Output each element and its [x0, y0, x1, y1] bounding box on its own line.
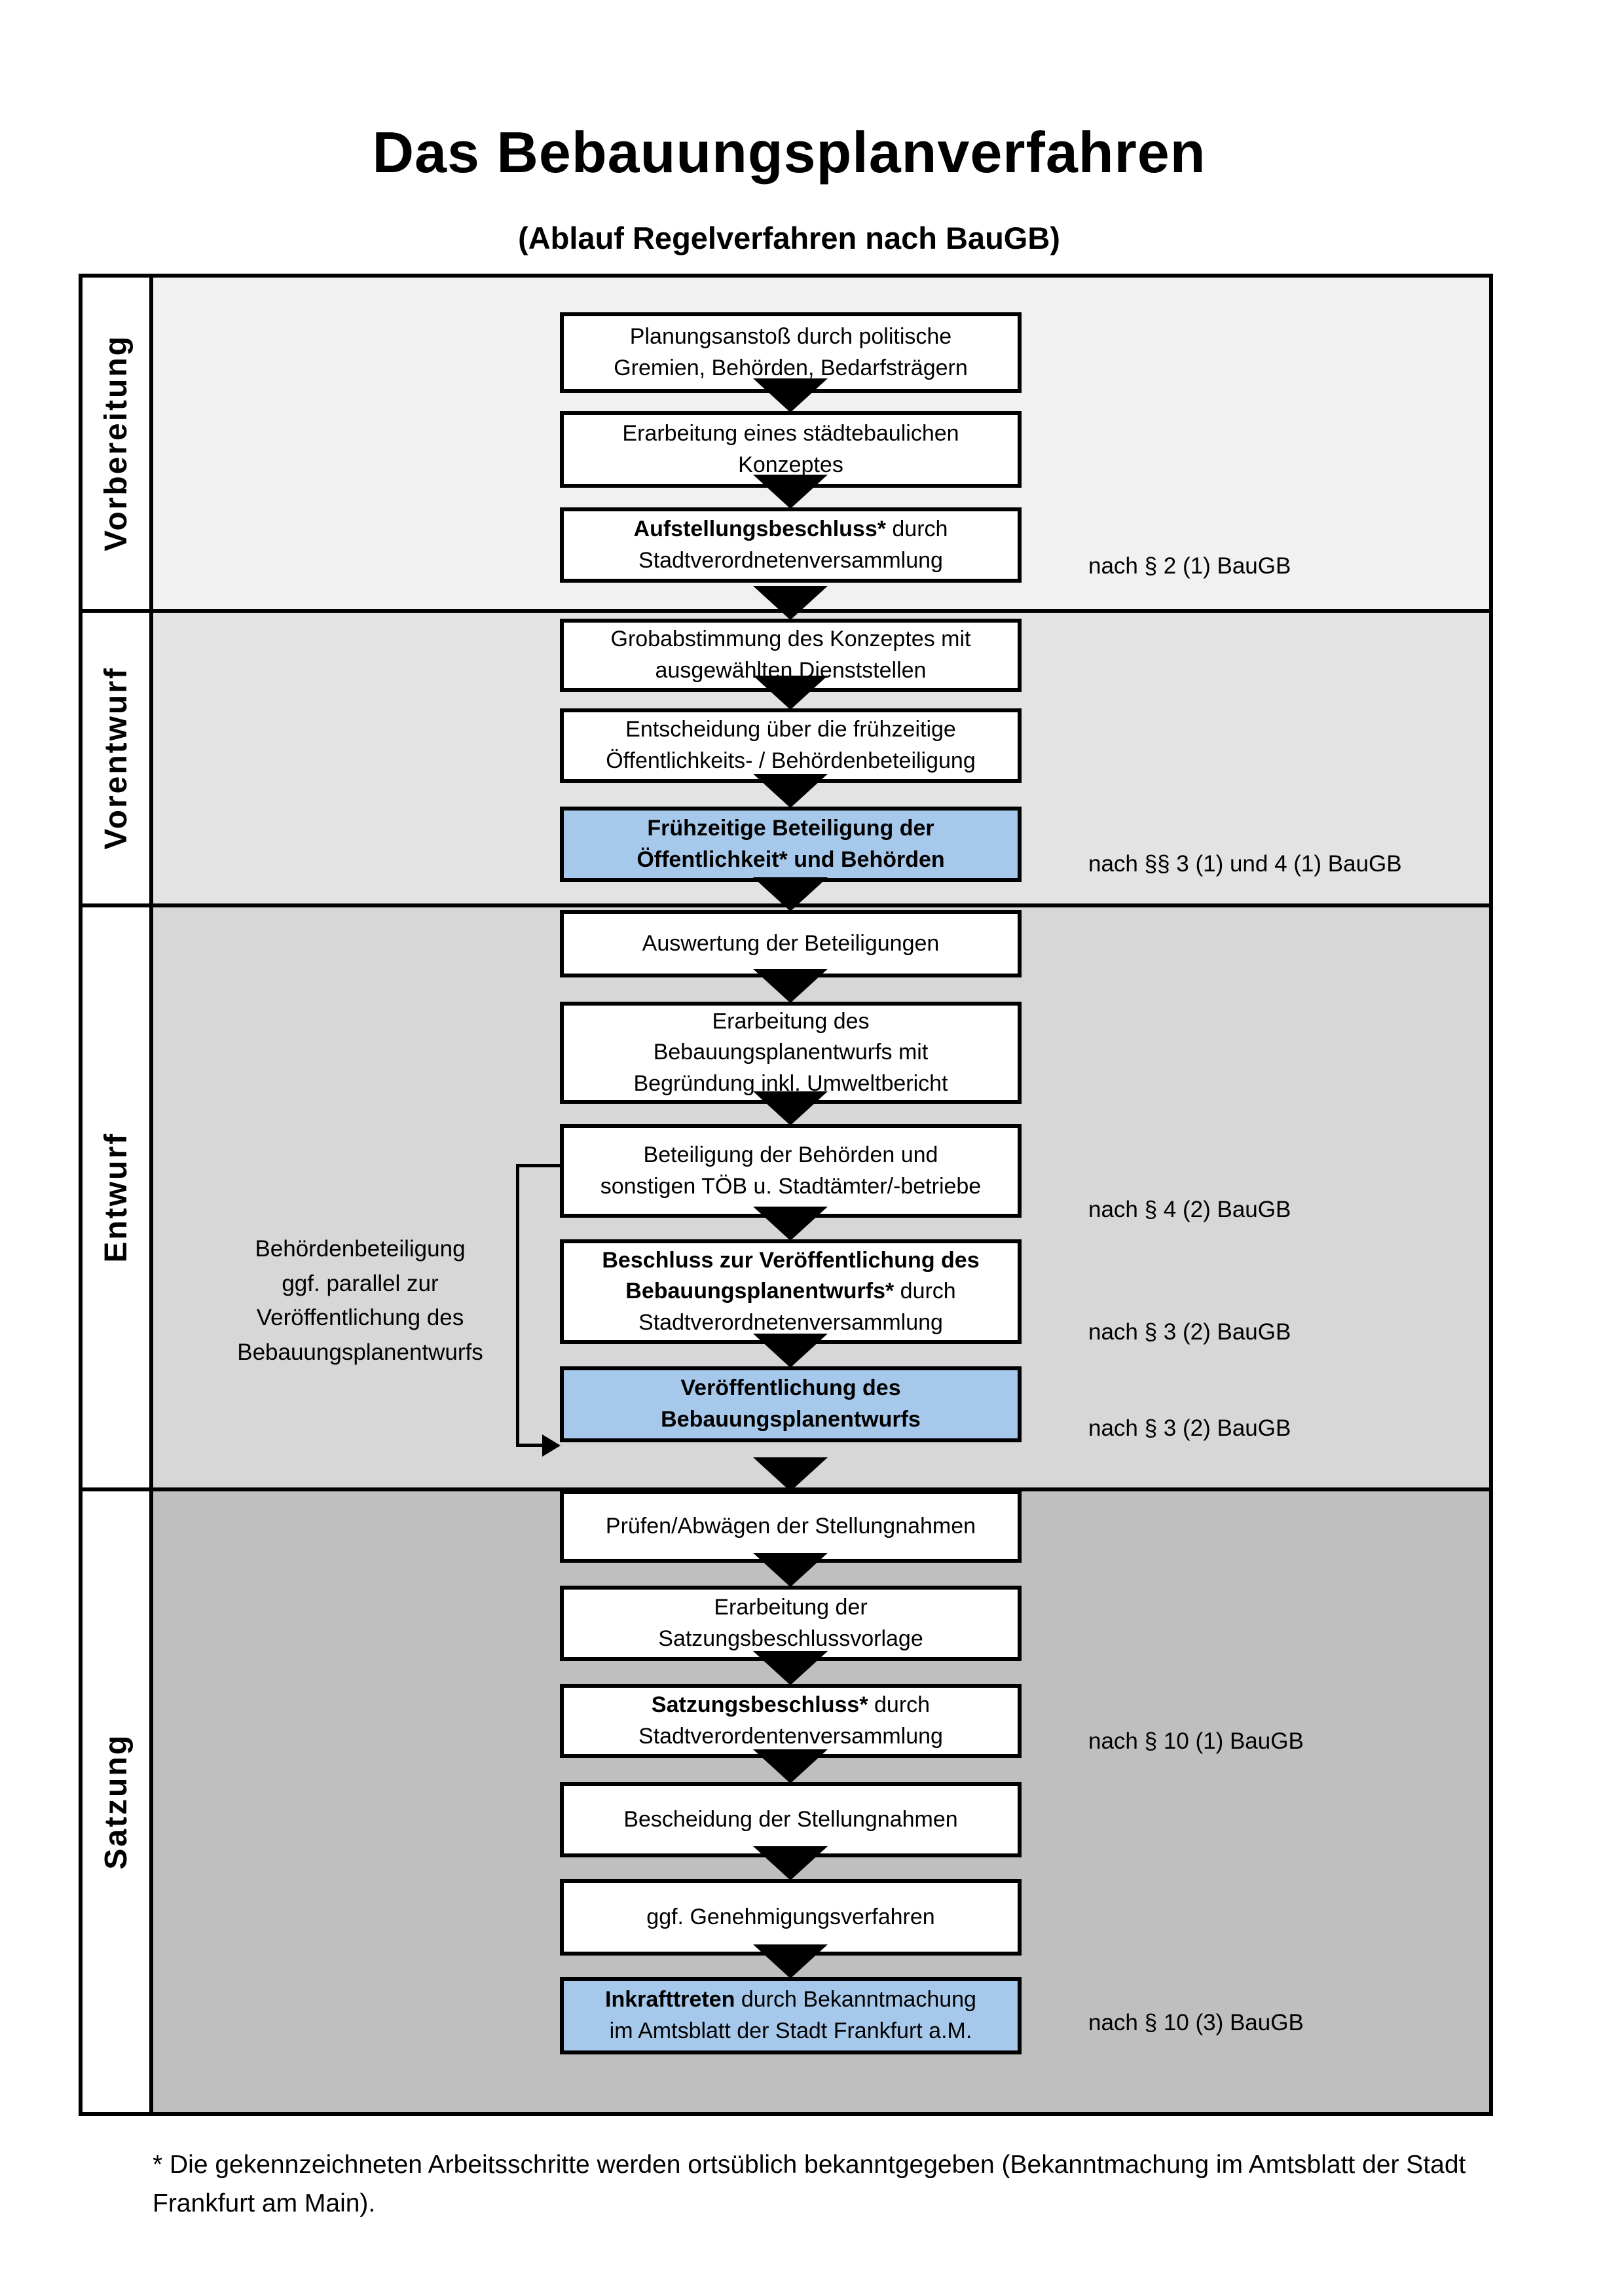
phase-sidebar-vorentwurf: Vorentwurf	[83, 613, 153, 903]
footnote: * Die gekennzeichneten Arbeitsschritte w…	[153, 2146, 1528, 2223]
flow-box-line: Öffentlichkeits- / Behördenbeteiligung	[606, 748, 976, 773]
flow-box-line: Inkrafttreten durch Bekanntmachung	[605, 1987, 976, 2013]
flow-box-line: sonstigen TÖB u. Stadtämter/-betriebe	[600, 1173, 982, 1199]
down-arrow-icon	[753, 1553, 828, 1587]
down-arrow-icon	[753, 969, 828, 1003]
legal-annotation: nach § 2 (1) BauGB	[1088, 553, 1291, 579]
flow-box-line: Beschluss zur Veröffentlichung des	[602, 1247, 980, 1273]
note-line: Veröffentlichung des	[256, 1305, 464, 1330]
legal-annotation: nach § 3 (2) BauGB	[1088, 1415, 1291, 1441]
note-line: ggf. parallel zur	[282, 1270, 439, 1296]
flow-box-inkrafttreten: Inkrafttreten durch Bekanntmachung im Amt…	[560, 1977, 1022, 2054]
down-arrow-icon	[753, 1091, 828, 1125]
down-arrow-icon	[753, 774, 828, 808]
flow-box-line: Prüfen/Abwägen der Stellungnahmen	[605, 1513, 976, 1539]
flow-box-line: Öffentlichkeit* und Behörden	[637, 847, 945, 872]
flow-box-line: Konzeptes	[738, 452, 843, 477]
legal-annotation: nach § 10 (3) BauGB	[1088, 2010, 1304, 2035]
flow-box-line: Entscheidung über die frühzeitige	[625, 717, 956, 742]
down-arrow-icon	[753, 877, 828, 911]
flow-box-line: Stadtverordentenversammlung	[638, 1723, 943, 1749]
flow-box-line: Veröffentlichung des	[680, 1376, 901, 1401]
legal-annotation: nach § 3 (2) BauGB	[1088, 1319, 1291, 1345]
bracket-connector-top	[516, 1164, 560, 1167]
flow-box-auswertung: Auswertung der Beteiligungen	[560, 910, 1022, 977]
flow-box-pruefen-abwaegen: Prüfen/Abwägen der Stellungnahmen	[560, 1490, 1022, 1563]
page-title: Das Bebauungsplanverfahren	[372, 120, 1206, 185]
down-arrow-icon	[753, 1334, 828, 1368]
flow-box-line: Bebauungsplanentwurfs	[661, 1407, 921, 1432]
flow-box-line: Bebauungsplanentwurfs* durch	[625, 1279, 956, 1304]
legal-annotation: nach § 4 (2) BauGB	[1088, 1197, 1291, 1222]
phase-sidebar-entwurf: Entwurf	[83, 907, 153, 1487]
parallel-procedure-note: Behördenbeteiligung ggf. parallel zur Ve…	[157, 1232, 563, 1370]
flow-box-line: Grobabstimmung des Konzeptes mit	[610, 627, 971, 652]
flow-box-line: Gremien, Behörden, Bedarfsträgern	[614, 355, 968, 380]
note-line: Behördenbeteiligung	[255, 1236, 466, 1262]
phase-sidebar-vorbereitung: Vorbereitung	[83, 278, 153, 609]
bracket-connector-bottom	[516, 1444, 545, 1447]
down-arrow-icon	[753, 1749, 828, 1783]
down-arrow-icon	[753, 475, 828, 509]
flow-box-line: im Amtsblatt der Stadt Frankfurt a.M.	[609, 2018, 972, 2043]
flow-box-line: Beteiligung der Behörden und	[643, 1142, 938, 1167]
down-arrow-icon	[753, 378, 828, 412]
flow-box-line: Auswertung der Beteiligungen	[642, 930, 940, 956]
down-arrow-icon	[753, 1457, 828, 1491]
flow-box-line: Planungsanstoß durch politische	[629, 323, 952, 349]
flow-box-line: Bebauungsplanentwurfs mit	[653, 1040, 929, 1065]
down-arrow-icon	[753, 1651, 828, 1685]
flow-box-line: Frühzeitige Beteiligung der	[647, 815, 934, 841]
down-arrow-icon	[753, 1207, 828, 1241]
flow-box-line: Erarbeitung eines städtebaulichen	[622, 420, 959, 446]
down-arrow-icon	[753, 676, 828, 710]
down-arrow-icon	[753, 1944, 828, 1978]
right-arrowhead-icon	[542, 1434, 561, 1457]
flow-box-line: Satzungsbeschlussvorlage	[658, 1626, 923, 1651]
flow-box-line: Erarbeitung des	[712, 1008, 870, 1034]
down-arrow-icon	[753, 1846, 828, 1880]
footnote-line: Frankfurt am Main).	[153, 2189, 376, 2217]
legal-annotation: nach §§ 3 (1) und 4 (1) BauGB	[1088, 851, 1402, 877]
flow-box-line: Erarbeitung der	[714, 1594, 868, 1620]
footnote-line: * Die gekennzeichneten Arbeitsschritte w…	[153, 2151, 1466, 2179]
legal-annotation: nach § 10 (1) BauGB	[1088, 1728, 1304, 1754]
flow-box-behoerdenbeteiligung: Beteiligung der Behörden und sonstigen TÖ…	[560, 1124, 1022, 1218]
down-arrow-icon	[753, 586, 828, 620]
phase-sidebar-satzung: Satzung	[83, 1491, 153, 2112]
note-line: Bebauungsplanentwurfs	[237, 1339, 483, 1365]
flow-box-line: ggf. Genehmigungsverfahren	[646, 1904, 935, 1929]
flow-box-line: Aufstellungsbeschluss* durch	[633, 516, 948, 541]
page-subtitle: (Ablauf Regelverfahren nach BauGB)	[518, 221, 1060, 255]
bracket-connector-vertical	[516, 1164, 519, 1447]
flow-box-line: Satzungsbeschluss* durch	[651, 1692, 931, 1717]
flow-box-line: Stadtverordnetenversammlung	[638, 547, 943, 573]
flow-box-line: Stadtverordnetenversammlung	[638, 1309, 943, 1335]
flow-box-line: Bescheidung der Stellungnahmen	[623, 1806, 958, 1832]
